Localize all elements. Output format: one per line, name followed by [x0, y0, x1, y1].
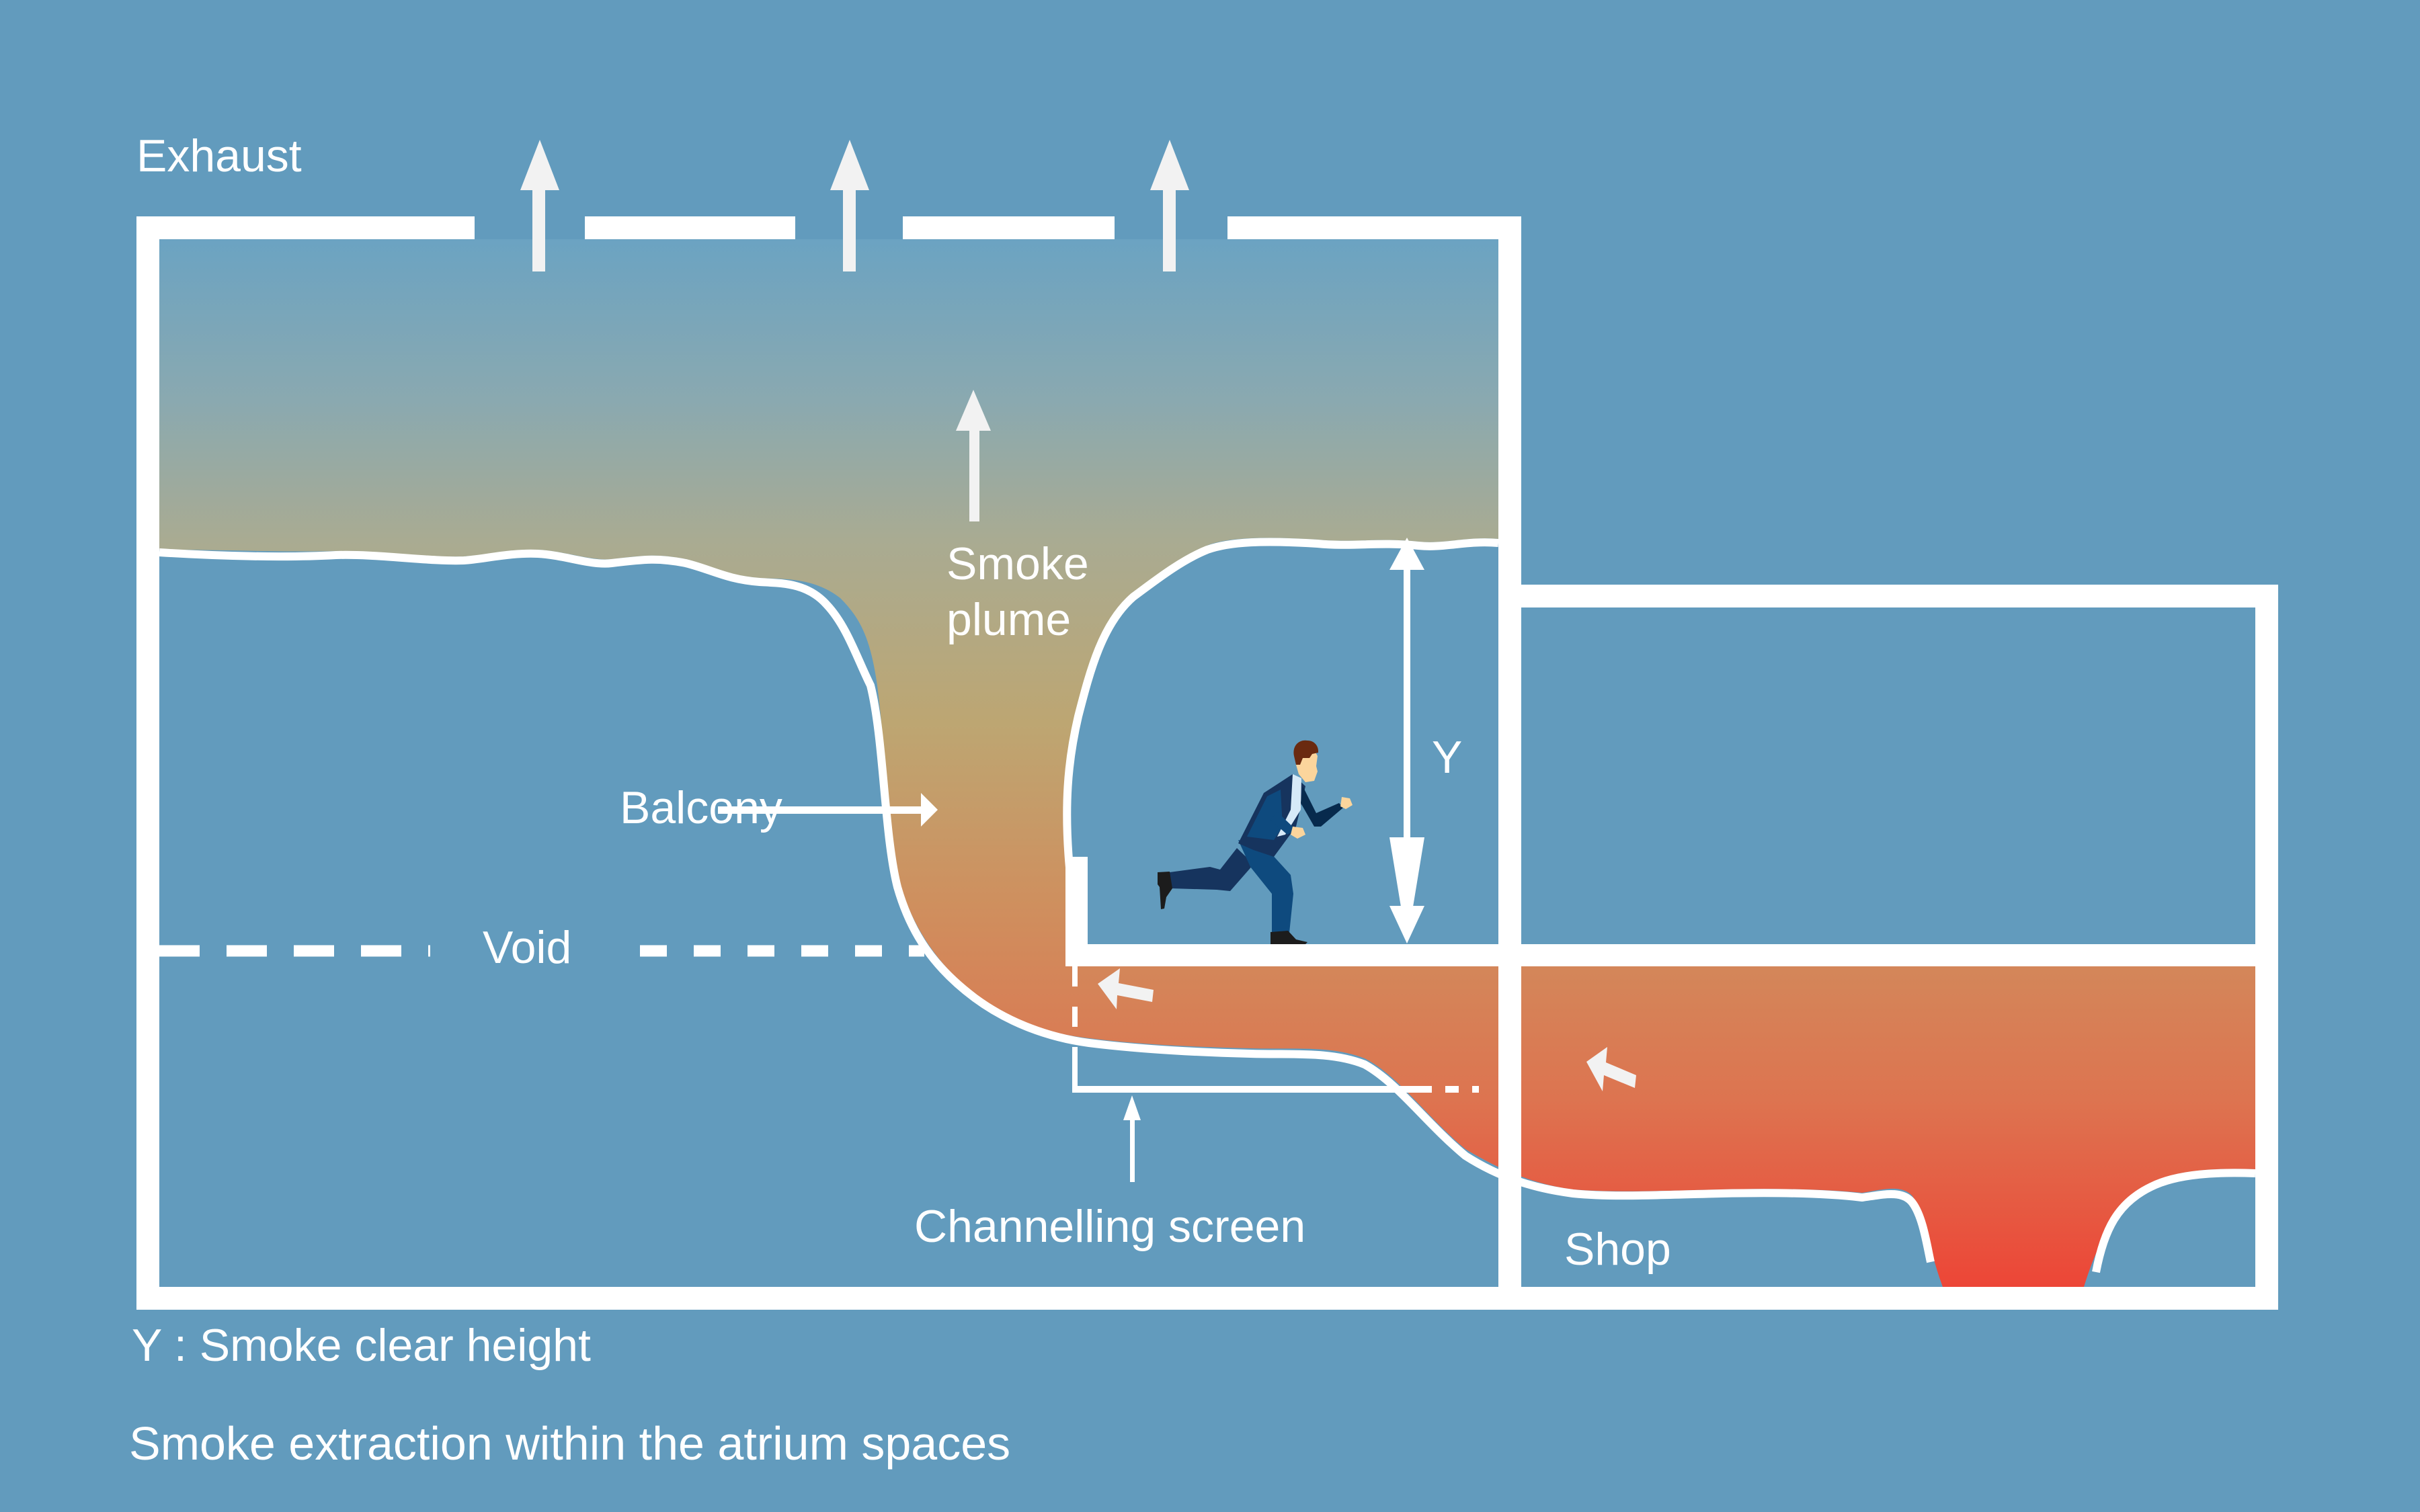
balcony-floor	[1065, 944, 2278, 966]
shop-structure	[1065, 585, 2278, 1310]
smoke-boundary-plume-right	[1063, 538, 1499, 888]
shop-label: Shop	[1564, 1224, 1671, 1275]
y-dimension-arrow	[1389, 538, 1424, 943]
smoke-boundary-shop-right	[2092, 1169, 2256, 1273]
upper-unit-roof	[1521, 585, 2278, 607]
double-headed-vertical-arrow-icon	[1389, 538, 1424, 943]
up-arrow-icon	[520, 140, 559, 271]
screen-pointer-arrow	[1123, 1095, 1141, 1182]
smoke-plume-label-line2: plume	[946, 594, 1071, 645]
y-arrow-head-down	[1389, 906, 1424, 943]
plume-up-arrow-icon	[956, 390, 991, 521]
channelling-screen-label: Channelling screen	[914, 1201, 1305, 1252]
balcony-label: Balcony	[620, 782, 782, 833]
diagram-title: Smoke extraction within the atrium space…	[129, 1417, 1010, 1470]
smoke-flow-arrow-shop	[1586, 1047, 1636, 1091]
up-arrow-icon	[830, 140, 869, 271]
up-left-arrow-icon	[1098, 968, 1154, 1009]
y-dimension-label: Y	[1432, 732, 1462, 783]
up-left-arrow-icon	[1586, 1047, 1636, 1091]
balcony-pointer-arrow	[718, 793, 938, 827]
legend-text: Y : Smoke clear height	[132, 1320, 591, 1371]
atrium-structure	[136, 216, 2278, 1310]
balcony-balustrade	[1065, 857, 1088, 966]
void-label: Void	[483, 922, 571, 973]
running-man-icon	[1158, 740, 1353, 944]
smoke-layer	[159, 239, 2255, 1287]
exhaust-arrows	[520, 140, 1189, 271]
atrium-roof	[136, 216, 1521, 239]
exhaust-label: Exhaust	[136, 130, 302, 181]
up-arrow-icon	[1123, 1095, 1141, 1182]
smoke-boundary-left	[159, 548, 1935, 1263]
smoke-plume-label-line1: Smoke	[946, 538, 1089, 589]
channelling-screen	[1072, 966, 1479, 1093]
up-arrow-icon	[1150, 140, 1189, 271]
ground-floor	[136, 1287, 2278, 1310]
right-arrow-icon	[718, 793, 938, 827]
smoke-flow-arrow-balcony	[1098, 968, 1154, 1009]
atrium-right-wall	[1498, 216, 1521, 1310]
atrium-left-wall	[136, 216, 159, 1310]
